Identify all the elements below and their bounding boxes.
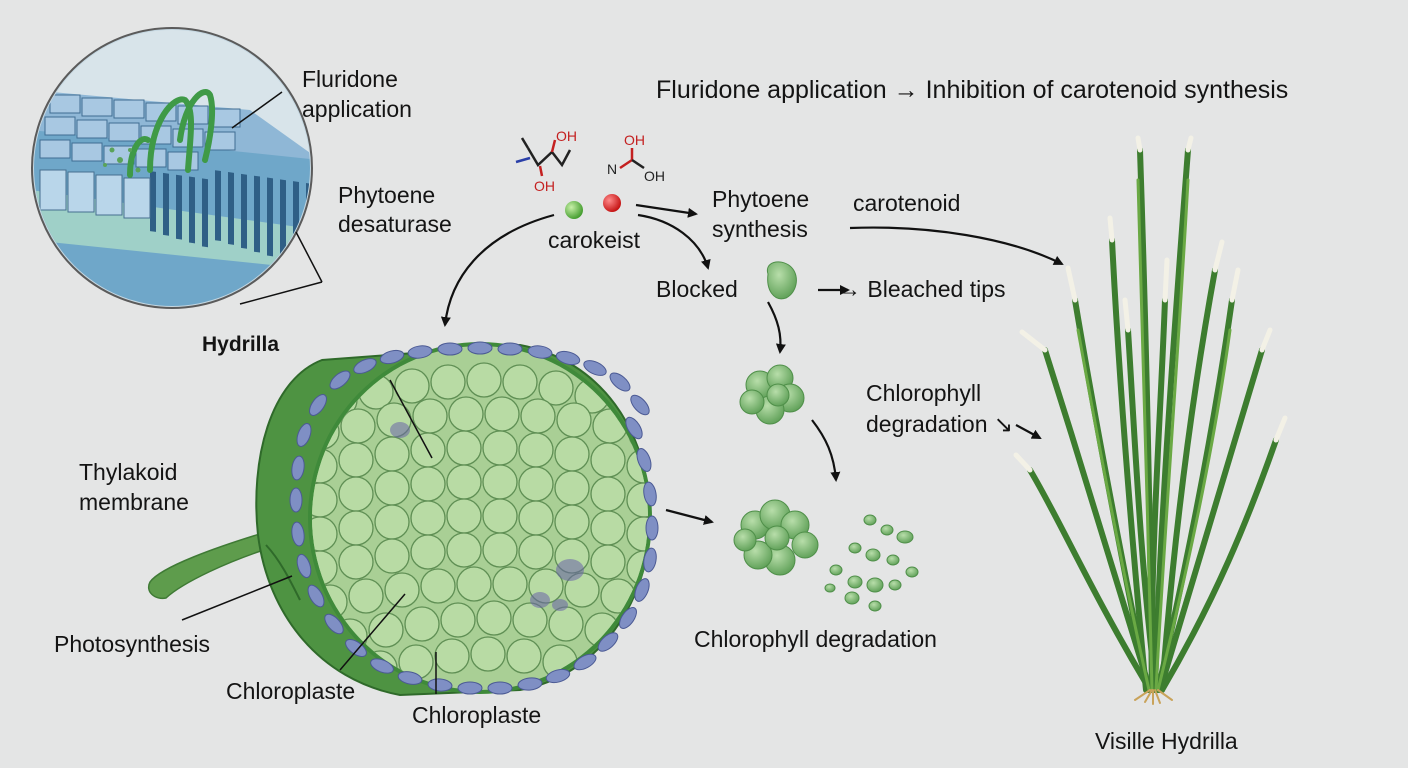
label-chloroplaste-left: Chloroplaste (226, 678, 356, 704)
label-thylakoid-membrane-1: Thylakoid (79, 459, 178, 485)
label-phytoene-synthesis-2: synthesis (712, 216, 808, 242)
label-phytoene-desaturase-2: desaturase (338, 211, 452, 237)
green-molecule-icon (565, 201, 583, 219)
leaf-cross-section (148, 341, 659, 697)
label-phytoene-desaturase-1: Phytoene (338, 182, 436, 208)
label-phytoene-synthesis-1: Phytoene (712, 186, 810, 212)
label-fluridone-application-1: Fluridone (302, 66, 398, 92)
molecule-oh-right: OH (644, 168, 665, 184)
label-chlorophyll-degradation-right-2: degradation ↘ (866, 411, 1014, 437)
label-chloroplaste-bottom: Chloroplaste (412, 702, 542, 728)
label-blocked: Blocked (656, 276, 738, 302)
label-chlorophyll-degradation-bottom: Chlorophyll degradation (694, 626, 937, 652)
molecule-oh-top-left: OH (556, 128, 577, 144)
hydrilla-plant (1013, 135, 1288, 705)
header-caption: Fluridone application → Inhibition of ca… (656, 76, 1289, 104)
molecule-oh-bottom-left: OH (534, 178, 555, 194)
molecule-structure (515, 137, 645, 177)
label-visible-hydrilla: Visille Hydrilla (1095, 728, 1238, 754)
label-thylakoid-membrane-2: membrane (79, 489, 189, 515)
magnified-inset (31, 27, 323, 309)
label-bleached-tips: → Bleached tips (838, 276, 1006, 302)
red-molecule-icon (603, 194, 621, 212)
label-hydrilla: Hydrilla (202, 333, 280, 356)
molecule-oh-top-right: OH (624, 132, 645, 148)
label-photosynthesis: Photosynthesis (54, 631, 210, 657)
label-pointers (181, 379, 437, 694)
label-fluridone-application-2: application (302, 96, 412, 122)
label-carokeist: carokeist (548, 227, 641, 253)
chlorophyll-particles (733, 261, 919, 612)
label-chlorophyll-degradation-right-1: Chlorophyll (866, 380, 982, 406)
molecule-n-label: N (607, 161, 618, 177)
label-carotenoid: carotenoid (853, 190, 961, 216)
flow-arrows (440, 203, 1064, 525)
